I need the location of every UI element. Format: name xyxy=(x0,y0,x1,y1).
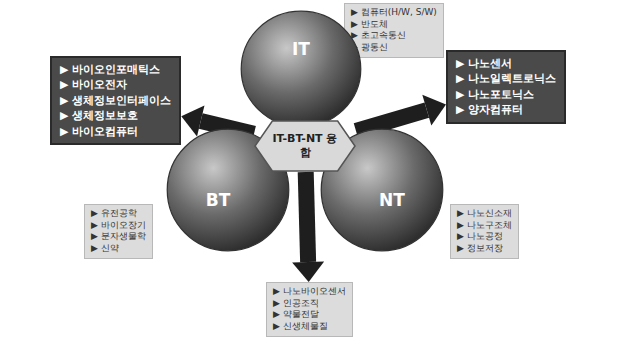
list-item: ▶ 신약 xyxy=(91,243,146,255)
arrow-shaft xyxy=(306,172,308,262)
list-item: ▶ 바이오장기 xyxy=(91,220,146,232)
field-list-box: ▶ 나노신소재▶ 나노구조체▶ 나노공정▶ 정보저장 xyxy=(450,204,519,259)
list-item: ▶ 나노포토닉스 xyxy=(456,87,556,102)
list-item: ▶ 바이오인포매틱스 xyxy=(60,62,171,77)
list-item: ▶ 정보저장 xyxy=(457,243,512,255)
hexagon-fill xyxy=(255,121,355,171)
list-item: ▶ 광통신 xyxy=(351,42,437,54)
list-item: ▶ 나노구조체 xyxy=(457,220,512,232)
list-item: ▶ 나노신소재 xyxy=(457,208,512,220)
convergence-list-box: ▶ 나노바이오센서▶ 인공조직▶ 약물전달▶ 신생체물질 xyxy=(266,282,353,337)
list-item: ▶ 나노일렉트로닉스 xyxy=(456,71,556,86)
list-item: ▶ 신생체물질 xyxy=(273,321,346,333)
field-list-box: ▶ 유전공학▶ 바이오장기▶ 분자생물학▶ 신약 xyxy=(84,204,153,259)
list-item: ▶ 분자생물학 xyxy=(91,231,146,243)
convergence-box: ▶ 나노센서▶ 나노일렉트로닉스▶ 나노포토닉스▶ 양자컴퓨터 xyxy=(446,50,566,124)
list-item: ▶ 인공조직 xyxy=(273,298,346,310)
convergence-arrow xyxy=(292,172,324,282)
convergence-box: ▶ 바이오인포매틱스▶ 바이오전자▶ 생체정보인터페이스▶ 생체정보보호▶ 바이… xyxy=(50,56,181,145)
convergence-arrow xyxy=(356,95,446,131)
hexagon-label: IT-BT-NT 융합 xyxy=(272,132,338,160)
field-sphere: IT xyxy=(240,10,362,128)
list-item: ▶ 나노바이오센서 xyxy=(273,286,346,298)
sphere-shape xyxy=(240,10,362,128)
list-item: ▶ 나노공정 xyxy=(457,231,512,243)
arrow-head xyxy=(292,262,324,282)
list-item: ▶ 컴퓨터(H/W, S/W) xyxy=(351,7,437,19)
sphere-fill xyxy=(321,129,443,251)
list-item: ▶ 나노센서 xyxy=(456,56,556,71)
list-item: ▶ 양자컴퓨터 xyxy=(456,102,556,117)
list-item: ▶ 생체정보인터페이스 xyxy=(60,93,171,108)
list-item: ▶ 바이오전자 xyxy=(60,77,171,92)
field-list-box: ▶ 컴퓨터(H/W, S/W)▶ 반도체▶ 초고속통신▶ 광통신 xyxy=(344,3,444,58)
list-item: ▶ 반도체 xyxy=(351,19,437,31)
sphere-label: NT xyxy=(379,190,405,210)
list-item: ▶ 초고속통신 xyxy=(351,30,437,42)
arrow-head xyxy=(422,95,446,126)
sphere-label: IT xyxy=(292,39,310,59)
list-item: ▶ 바이오컴퓨터 xyxy=(60,124,171,139)
arrow-shaft xyxy=(356,110,427,131)
list-item: ▶ 생체정보보호 xyxy=(60,108,171,123)
sphere-fill xyxy=(167,129,289,251)
arrow-head xyxy=(181,105,204,136)
sphere-fill xyxy=(241,11,361,127)
list-item: ▶ 유전공학 xyxy=(91,208,146,220)
list-item: ▶ 약물전달 xyxy=(273,309,346,321)
sphere-label: BT xyxy=(206,190,231,210)
convergence-hexagon: IT-BT-NT 융합 xyxy=(254,120,356,172)
